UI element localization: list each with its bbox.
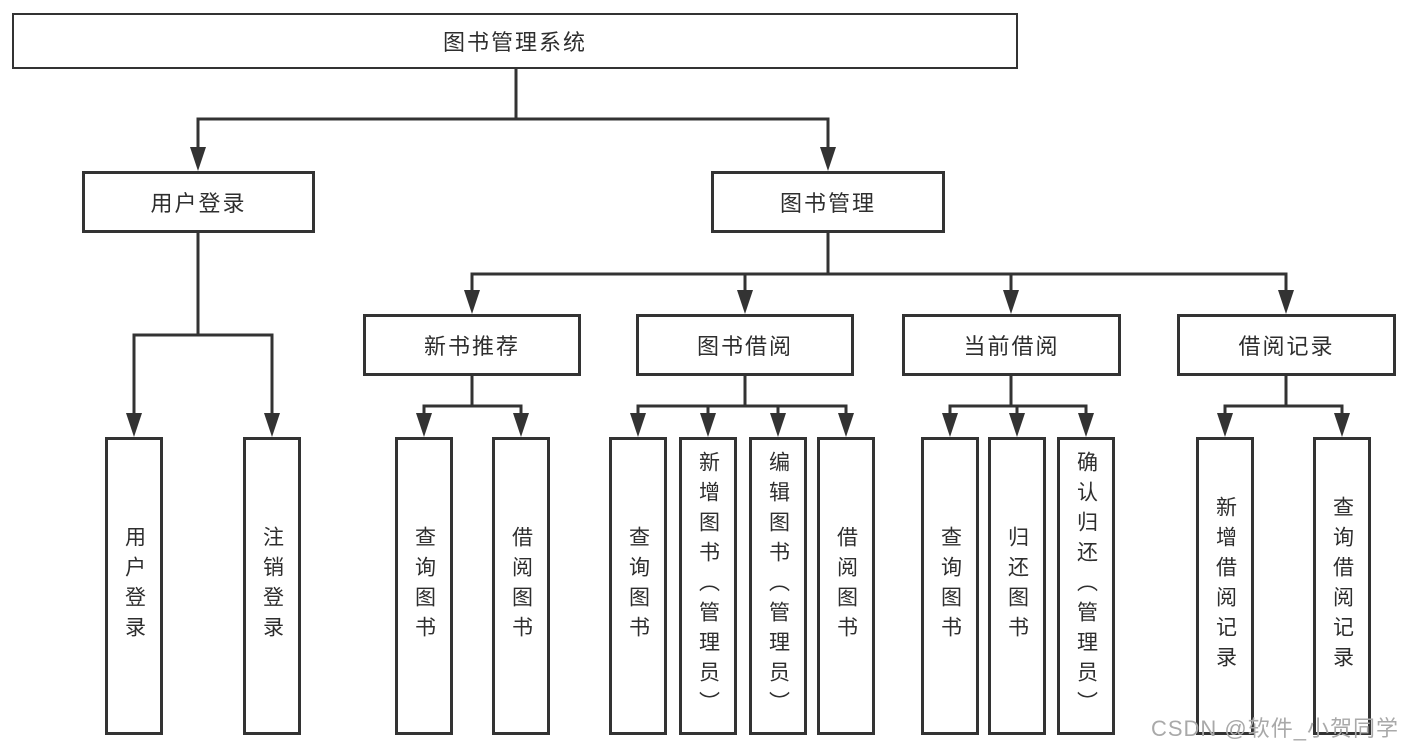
leaf-confirm-return-admin-label: 确认归还（管理员） [1074,451,1098,721]
csdn-watermark: CSDN @软件_小贺同学 [1150,716,1399,741]
leaf-query-book-borrowing-label: 查询图书 [626,526,650,646]
leaf-return-book-label: 归还图书 [1005,526,1029,646]
node-book-management: 图书管理 [711,171,945,233]
leaf-query-borrow-record-label: 查询借阅记录 [1330,496,1354,676]
leaf-return-book: 归还图书 [988,437,1046,735]
leaf-borrow-book-borrowing-label: 借阅图书 [834,526,858,646]
leaf-add-book-admin-label: 新增图书（管理员） [696,451,720,721]
leaf-borrow-book-recommend: 借阅图书 [492,437,550,735]
leaf-query-book-current-label: 查询图书 [938,526,962,646]
leaf-user-login-label: 用户登录 [122,526,146,646]
node-user-login: 用户登录 [82,171,315,233]
node-current-borrowing: 当前借阅 [902,314,1121,376]
leaf-query-book-current: 查询图书 [921,437,979,735]
leaf-user-login: 用户登录 [105,437,163,735]
leaf-add-borrow-record: 新增借阅记录 [1196,437,1254,735]
edge-book-borrow-group [636,374,848,418]
leaf-query-book-borrowing: 查询图书 [609,437,667,735]
leaf-edit-book-admin: 编辑图书（管理员） [749,437,807,735]
leaf-logout: 注销登录 [243,437,301,735]
leaf-borrow-book-borrowing: 借阅图书 [817,437,875,735]
leaf-query-borrow-record: 查询借阅记录 [1313,437,1371,735]
arrowheads [126,147,1350,437]
edge-book-mgmt-group [470,231,1288,295]
edge-root-to-level2 [196,67,830,152]
leaf-confirm-return-admin: 确认归还（管理员） [1057,437,1115,735]
leaf-edit-book-admin-label: 编辑图书（管理员） [766,451,790,721]
edge-current-borrow-group [948,374,1088,418]
node-new-book-recommend: 新书推荐 [363,314,581,376]
node-borrowing-records: 借阅记录 [1177,314,1396,376]
leaf-add-borrow-record-label: 新增借阅记录 [1213,496,1237,676]
node-library-management-system: 图书管理系统 [12,13,1018,69]
leaf-logout-label: 注销登录 [260,526,284,646]
edge-user-login-group [132,231,274,418]
edge-borrow-record-group [1223,374,1344,418]
node-book-borrowing: 图书借阅 [636,314,854,376]
edge-new-book-group [422,374,523,418]
leaf-query-book-recommend: 查询图书 [395,437,453,735]
leaf-borrow-book-recommend-label: 借阅图书 [509,526,533,646]
leaf-add-book-admin: 新增图书（管理员） [679,437,737,735]
leaf-query-book-recommend-label: 查询图书 [412,526,436,646]
